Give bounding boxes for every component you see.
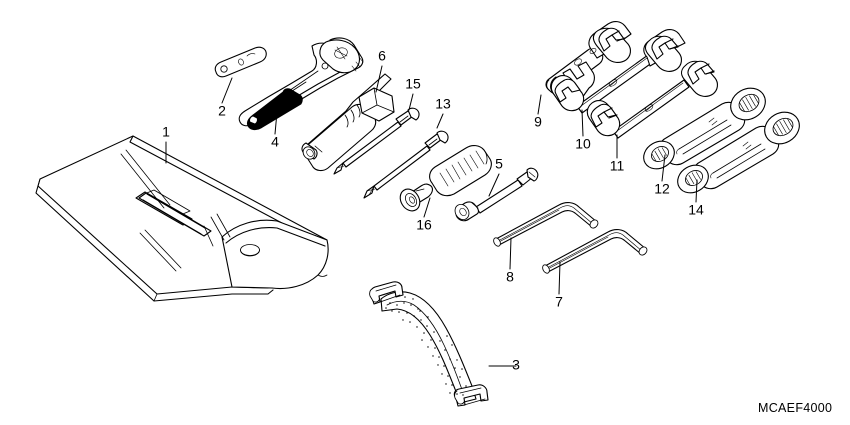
leader-line-open-wrench-10 [581, 109, 584, 137]
callout-3: 3 [512, 357, 520, 373]
part-screwdriver-bit-13 [363, 130, 449, 199]
callout-10: 10 [575, 136, 591, 152]
part-hex-wrench-small [542, 229, 648, 274]
callout-7: 7 [555, 294, 563, 310]
diagram-code: MCAEF4000 [758, 401, 832, 415]
part-open-wrench-11 [586, 60, 718, 139]
callout-11: 11 [610, 158, 625, 174]
callout-6: 6 [378, 48, 386, 64]
leader-line-hex-wrench-large [509, 237, 512, 270]
part-extension-bar [454, 167, 539, 222]
leader-line-pliers [274, 111, 278, 135]
part-screwdriver-bit-15 [333, 107, 420, 175]
leader-line-extension-bar [488, 173, 500, 197]
leader-line-open-wrench-single [537, 94, 542, 115]
leader-line-screwdriver-bit-15 [408, 93, 414, 111]
callout-13: 13 [435, 96, 451, 112]
callout-4: 4 [271, 134, 279, 150]
part-tool-handle [214, 46, 267, 78]
part-box-wrench-14 [677, 111, 800, 194]
part-tool-strap [369, 281, 489, 407]
leader-line-screwdriver-bit-13 [436, 113, 444, 129]
callout-15: 15 [405, 76, 421, 92]
part-box-wrench-12 [643, 87, 766, 170]
callout-2: 2 [218, 103, 226, 119]
part-spark-plug-wrench [301, 73, 395, 172]
part-hex-wrench-large [493, 202, 599, 247]
part-open-wrench-single [545, 21, 632, 95]
callout-8: 8 [506, 269, 514, 285]
callout-leaders [165, 65, 698, 367]
leader-line-box-wrench-12 [661, 154, 666, 182]
part-tool-bag [35, 135, 329, 302]
callout-1: 1 [162, 124, 170, 140]
leader-line-tool-handle [221, 77, 233, 104]
leader-line-spark-plug-wrench [375, 65, 383, 93]
leader-line-box-wrench-14 [695, 179, 698, 203]
part-pliers [238, 37, 364, 131]
part-open-wrench-10 [550, 29, 686, 114]
strap-texture [385, 296, 467, 396]
callout-14: 14 [688, 202, 704, 218]
callout-16: 16 [416, 217, 432, 233]
part-screwdriver-handle [399, 145, 492, 212]
callout-5: 5 [495, 156, 503, 172]
callout-12: 12 [654, 181, 670, 197]
leader-line-screwdriver-handle [423, 197, 431, 218]
leader-line-hex-wrench-small [558, 261, 561, 295]
callout-9: 9 [534, 114, 542, 130]
